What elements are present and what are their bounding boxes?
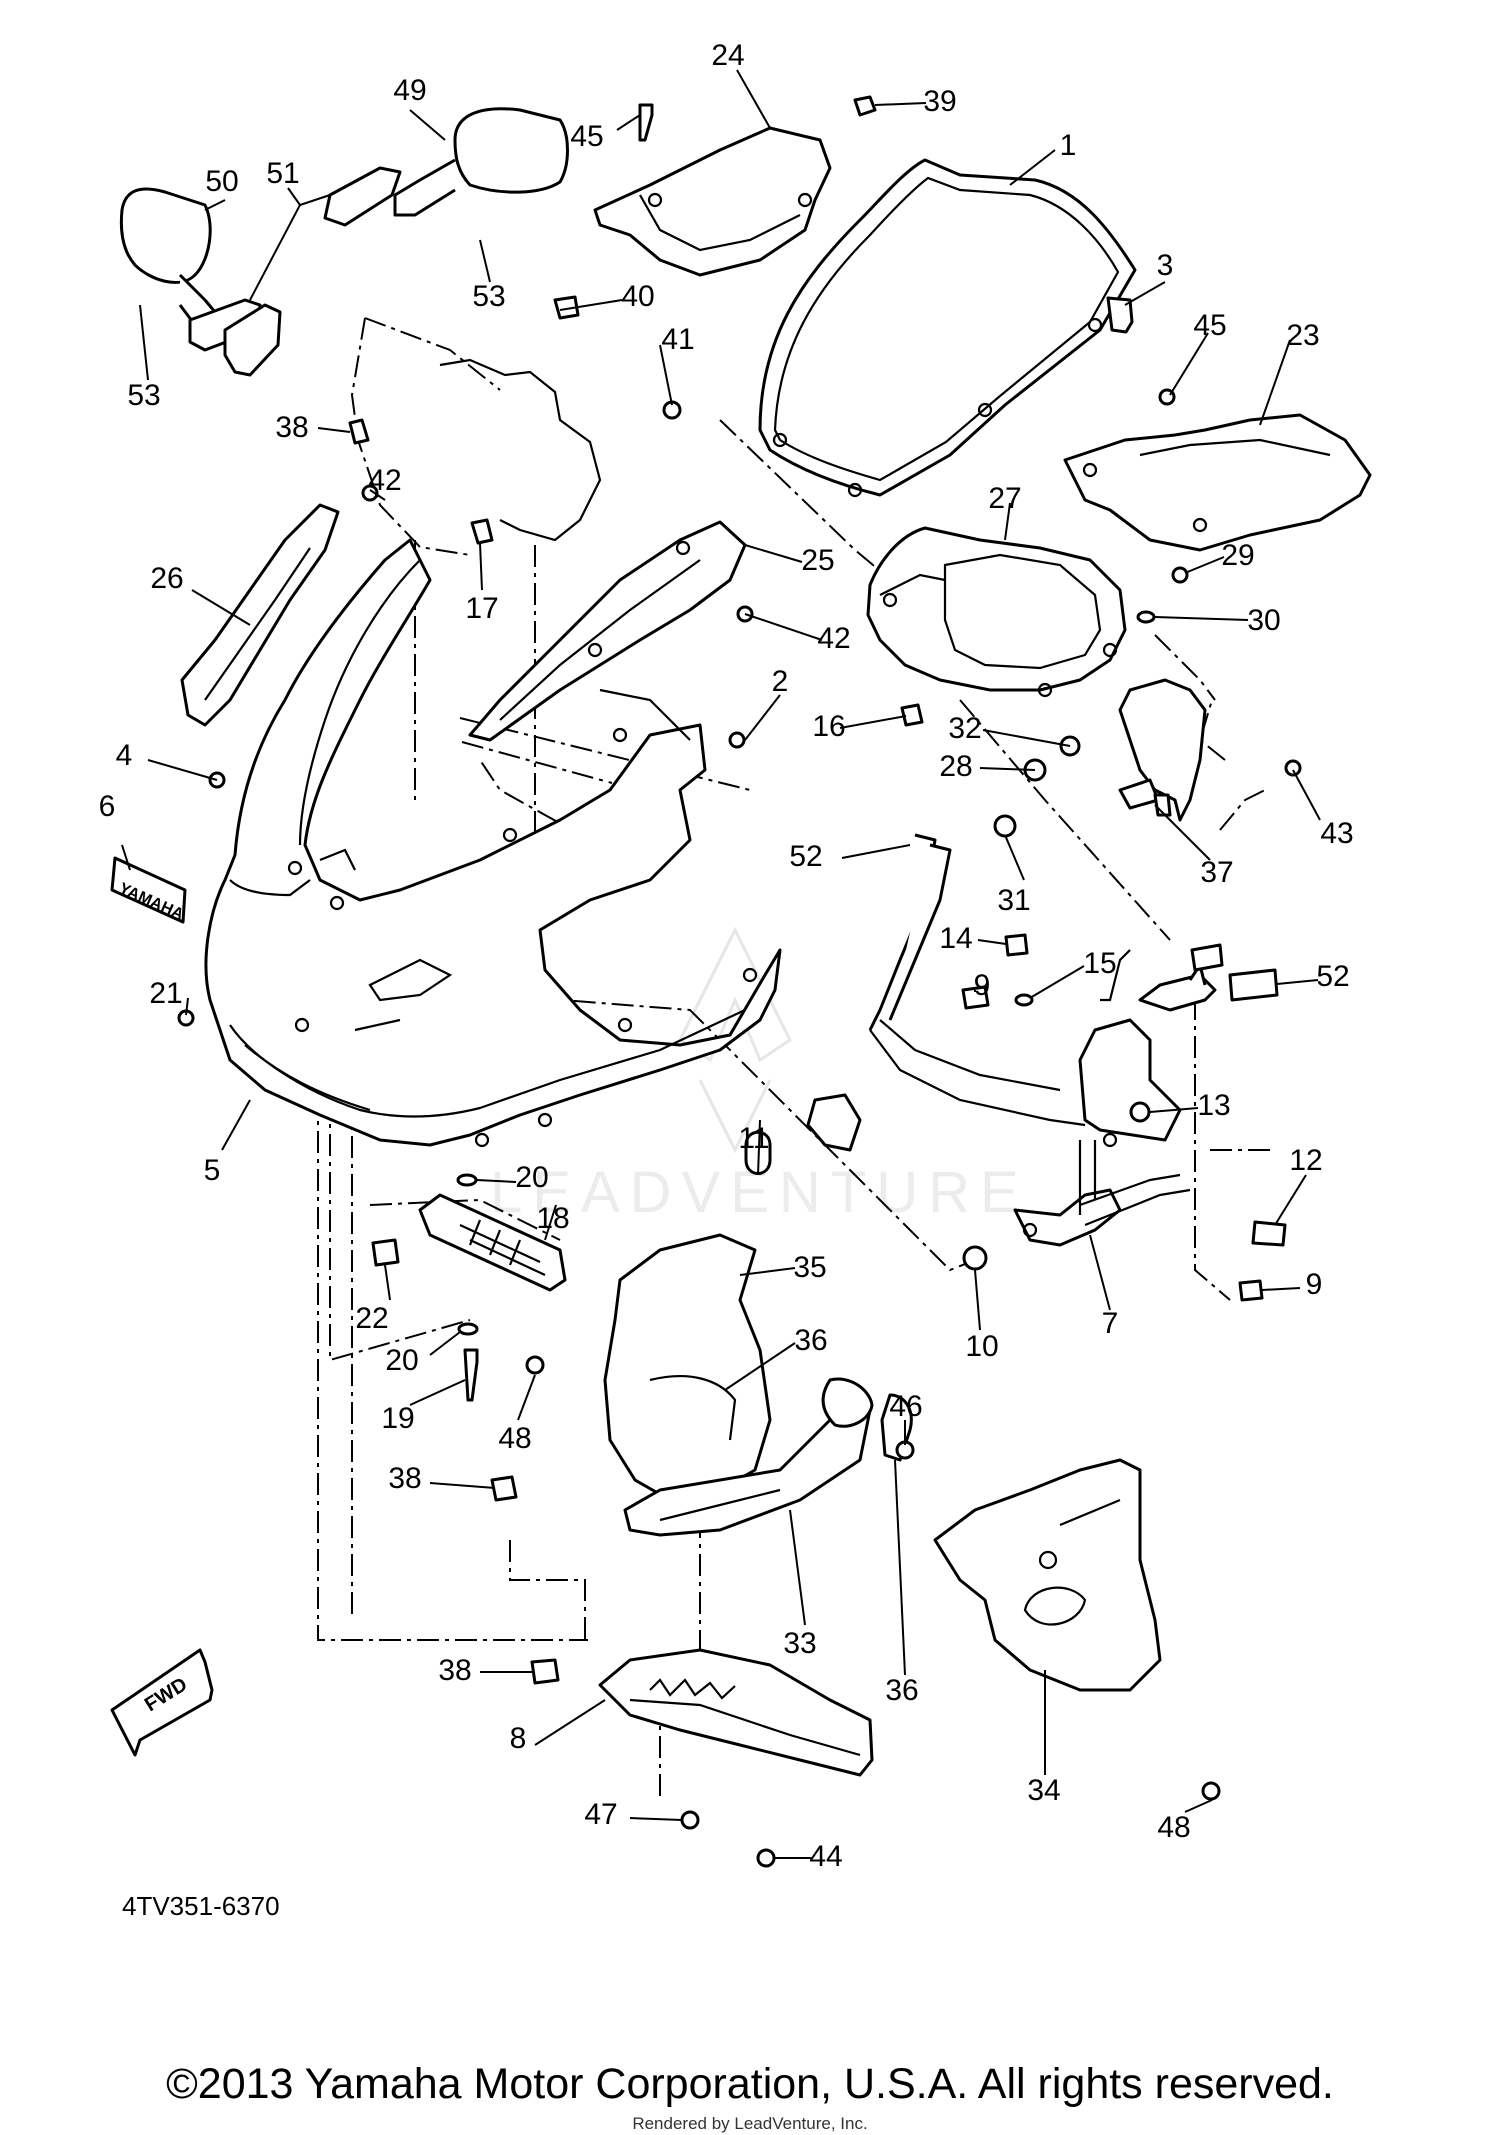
callout-46: 46 [889,1390,922,1423]
callout-9: 9 [1306,1268,1323,1301]
callout-25: 25 [801,544,834,577]
callout-52: 52 [1316,960,1349,993]
upper-bracket [439,358,602,542]
fwd-arrow: FWD [110,1648,214,1757]
callout-43: 43 [1320,817,1353,850]
callout-8: 8 [510,1722,527,1755]
callout-49: 49 [393,74,426,107]
callout-42: 42 [817,622,850,655]
mirror-left [119,187,282,377]
yamaha-emblem: YAMAHA [110,856,187,924]
callout-41: 41 [661,323,694,356]
callout-4: 4 [116,739,133,772]
callout-33: 33 [783,1627,816,1660]
callout-53: 53 [472,280,505,313]
inner-panel-left [593,126,832,277]
callout-20: 20 [385,1344,418,1377]
grommet [1106,296,1134,334]
callout-44: 44 [809,1840,842,1873]
callout-3: 3 [1157,249,1174,282]
callout-18: 18 [536,1202,569,1235]
rendered-by-notice: Rendered by LeadVenture, Inc. [632,2114,868,2133]
callout-31: 31 [997,884,1030,917]
callout-11: 11 [738,1122,769,1155]
callout-9: 9 [974,969,991,1002]
side-panel-left [180,503,340,727]
callout-36: 36 [885,1674,918,1707]
callout-38: 38 [388,1462,421,1495]
callout-48: 48 [498,1422,531,1455]
callout-7: 7 [1102,1307,1119,1340]
copyright-notice: ©2013 Yamaha Motor Corporation, U.S.A. A… [166,2060,1334,2108]
callout-27: 27 [988,482,1021,515]
callout-24: 24 [711,39,744,72]
callout-34: 34 [1027,1774,1060,1807]
air-duct-screen [418,1193,567,1292]
callout-30: 30 [1247,604,1280,637]
headlight-bracket [1118,678,1207,822]
callout-26: 26 [150,562,183,595]
callout-45: 45 [1193,309,1226,342]
callout-50: 50 [205,165,238,198]
callout-20: 20 [515,1161,548,1194]
callout-22: 22 [355,1302,388,1335]
callout-32: 32 [948,712,981,745]
headlight-housing [866,526,1127,698]
diagram-code: 4TV351-6370 [122,1891,280,1921]
callout-29: 29 [1221,539,1254,572]
callout-52: 52 [789,840,822,873]
callout-48: 48 [1157,1811,1190,1844]
callout-16: 16 [812,710,845,743]
inner-panel-right [1063,413,1372,552]
duct-cover [933,1458,1162,1692]
callout-13: 13 [1197,1089,1230,1122]
callout-37: 37 [1200,856,1233,889]
callout-36: 36 [794,1324,827,1357]
fasteners [177,95,1302,1868]
callout-numbers: 1234567899101112131415161718192020212223… [99,39,1354,1873]
callout-53: 53 [127,379,160,412]
callout-10: 10 [965,1330,998,1363]
callout-21: 21 [149,977,182,1010]
leader-lines [121,69,1321,1859]
callout-19: 19 [381,1402,414,1435]
callout-51: 51 [266,157,299,190]
air-duct [603,1233,913,1537]
callout-45: 45 [570,120,603,153]
callout-40: 40 [621,280,654,313]
callout-2: 2 [772,665,789,698]
callout-5: 5 [204,1154,221,1187]
cowling-stay [806,833,1217,1247]
callout-47: 47 [584,1798,617,1831]
callout-1: 1 [1060,129,1077,162]
callout-15: 15 [1083,947,1116,980]
callout-14: 14 [939,922,972,955]
callout-38: 38 [438,1654,471,1687]
mirror-right [323,107,569,227]
callout-17: 17 [465,592,498,625]
callout-38: 38 [275,411,308,444]
callout-42: 42 [368,464,401,497]
callout-28: 28 [939,750,972,783]
windscreen [758,158,1137,498]
callout-23: 23 [1286,319,1319,352]
inner-cover [468,520,747,742]
callout-35: 35 [793,1251,826,1284]
callout-39: 39 [923,85,956,118]
lower-cover [598,1648,874,1777]
callout-6: 6 [99,790,116,823]
callout-12: 12 [1289,1144,1322,1177]
main-cowling [204,538,782,1148]
